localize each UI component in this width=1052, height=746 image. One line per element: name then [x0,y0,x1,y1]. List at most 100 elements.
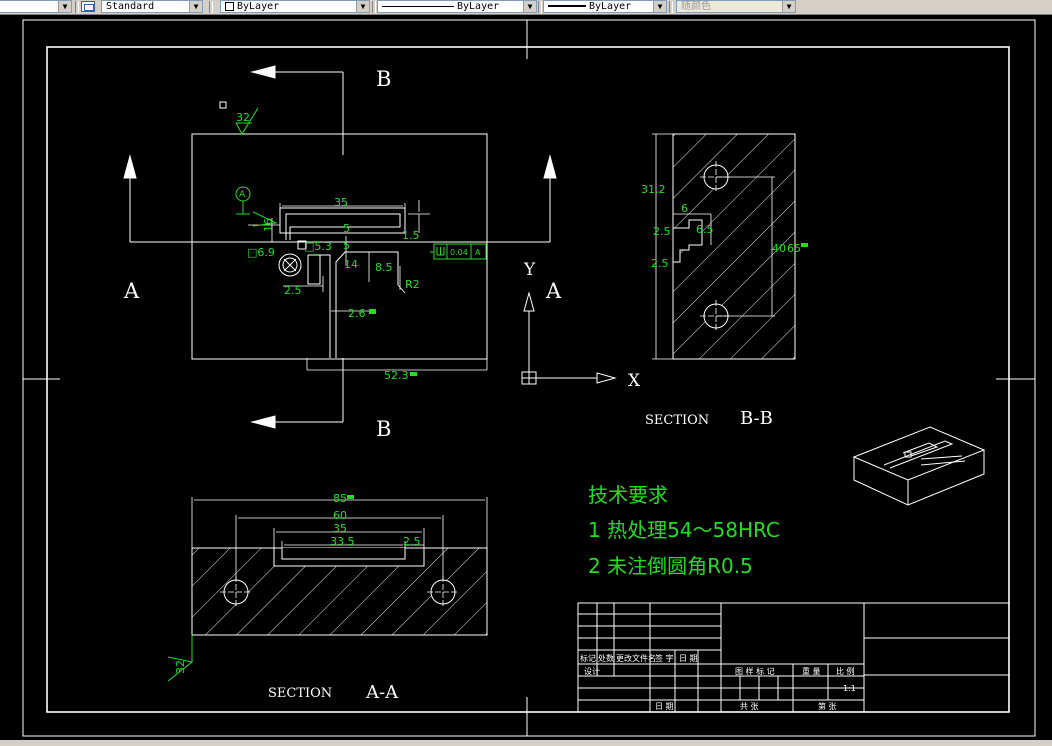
tb-scale-label: 比 例 [836,666,855,676]
tb-date-label: 日 期 [655,702,674,711]
tb-header-date: 日 期 [679,654,698,663]
bb-31-2: 31.2 [641,183,666,196]
req-item-1: 1 热处理54～58HRC [588,518,780,542]
isometric-view [852,426,986,506]
chevron-down-icon: ▼ [653,1,666,12]
dim-2-5-left: 2.5 [284,284,302,297]
bb-40: 40 [772,242,786,255]
dim-sq5-3: □5.3 [304,240,332,253]
chevron-down-icon: ▼ [356,1,369,12]
aa-dim-text: 85 60 35 33.5 2.5 32 [174,492,421,674]
plot-style-value: 随颜色 [681,1,711,12]
color-swatch-icon [225,1,234,11]
tb-header-count: 处数 [598,653,614,663]
label-b-top: B [376,67,391,91]
dim-2-6: 2.6 [348,307,366,320]
dim-52-3: 52.3 [384,369,409,382]
bb-6-5: 6.5 [696,223,714,236]
lineweight-value: ByLayer [589,1,632,12]
feature-hole-mark [278,240,307,277]
feature-control-frame [430,243,487,260]
drawing-canvas[interactable]: B B A A Y X [0,15,1052,746]
bb-6: 6 [681,202,688,215]
bb-dimensions [652,133,775,360]
toolbar-separator [538,1,542,13]
small-square-marker [219,101,227,109]
req-item-2: 2 未注倒圆角R0.5 [588,554,753,578]
fcf-tolerance: 0.04 [450,248,468,257]
toolbar-separator [669,1,673,13]
aa-dimensions [191,497,488,580]
dim-1-5: 1.5 [402,229,420,242]
text-style-icon[interactable] [81,1,95,12]
linetype-preview-icon [382,5,454,7]
label-a-left: A [123,279,140,303]
section-aa-label: A-A [365,682,399,703]
aa-2-5: 2.5 [403,535,421,548]
req-title: 技术要求 [588,483,668,507]
drawing-frame [22,19,1036,737]
front-view[interactable]: B B A A Y X [123,65,641,441]
dim-markers [369,309,417,376]
tb-scale-value: 1:1 [843,684,856,693]
fcf-datum: A [475,248,481,257]
aa-dim-marker [347,495,354,499]
front-dimensions [248,200,488,371]
properties-toolbar: ▼ Standard▼ ByLayer▼ ByLayer▼ ByLayer▼ 随… [0,0,1052,15]
dim-8-5: 8.5 [375,261,393,274]
lineweight-preview-icon [548,5,586,7]
bb-2-5-b: 2.5 [651,257,669,270]
datum-a-symbol [235,186,278,227]
tb-sheet-label: 第 张 [818,701,837,711]
chevron-down-icon: ▼ [523,1,536,12]
axis-x-label: X [628,371,641,391]
bb-dim-marker [801,243,808,247]
bb-dim-text: 31.2 6 2.5 6.5 2.5 40 65 [641,183,801,270]
section-cut-line-a [123,154,557,243]
tb-design-label: 设计 [584,666,600,676]
aa-35: 35 [333,522,347,535]
dim-35-top: 35 [334,196,348,209]
layer-state-combo[interactable]: ▼ [0,0,72,13]
chevron-down-icon: ▼ [189,1,202,12]
dim-14: 14 [344,258,358,271]
chevron-down-icon: ▼ [58,1,71,12]
toolbar-separator [75,1,79,13]
plot-style-combo[interactable]: 随颜色 ▼ [676,0,796,13]
roughness-symbol-top [235,107,259,135]
front-dim-text: 35 5 5 1.5 16 □5.3 14 8.5 □6.9 2.5 R2 2.… [236,111,420,382]
roughness-symbol-bottom [167,635,194,682]
roughness-32-bottom: 32 [174,660,187,674]
section-aa-word: SECTION [268,686,332,701]
tb-header-sign: 签 字 [655,653,674,663]
lineweight-combo[interactable]: ByLayer ▼ [543,0,667,13]
text-style-icon-glyph [84,4,94,11]
dim-5-b: 5 [343,239,350,252]
section-bb-word: SECTION [645,413,709,428]
text-style-combo[interactable]: Standard▼ [101,0,203,13]
roughness-32-top: 32 [236,111,250,124]
section-cut-line-b [250,65,344,429]
linetype-value: ByLayer [457,1,500,12]
section-b-b-view[interactable]: 31.2 6 2.5 6.5 2.5 40 65 SECTION B-B [641,133,808,429]
chevron-down-icon: ▼ [782,1,795,12]
dim-5-a: 5 [343,222,350,235]
toolbar-separator [209,1,213,13]
aa-85: 85 [333,492,347,505]
tb-stage-label: 图 样 标 记 [735,666,775,676]
title-block[interactable]: 标记 处数 更改文件名 签 字 日 期 图 样 标 记 重 量 比 例 1:1 … [577,602,1010,713]
bb-65: 65 [787,242,801,255]
coordinate-axis [521,291,617,385]
section-bb-label: B-B [740,408,773,429]
layer-color-combo[interactable]: ByLayer▼ [220,0,370,13]
tb-sheets-label: 共 张 [740,702,759,711]
aa-60: 60 [333,509,347,522]
label-b-bottom: B [376,417,391,441]
technical-requirements: 技术要求 1 热处理54～58HRC 2 未注倒圆角R0.5 [588,483,780,578]
tb-weight-label: 重 量 [802,666,821,676]
aa-33-5: 33.5 [330,535,355,548]
tb-header-file: 更改文件名 [616,653,656,663]
section-a-a-view[interactable]: 85 60 35 33.5 2.5 32 SECTION A-A [167,492,488,703]
label-a-right: A [545,279,562,303]
linetype-combo[interactable]: ByLayer ▼ [377,0,537,13]
